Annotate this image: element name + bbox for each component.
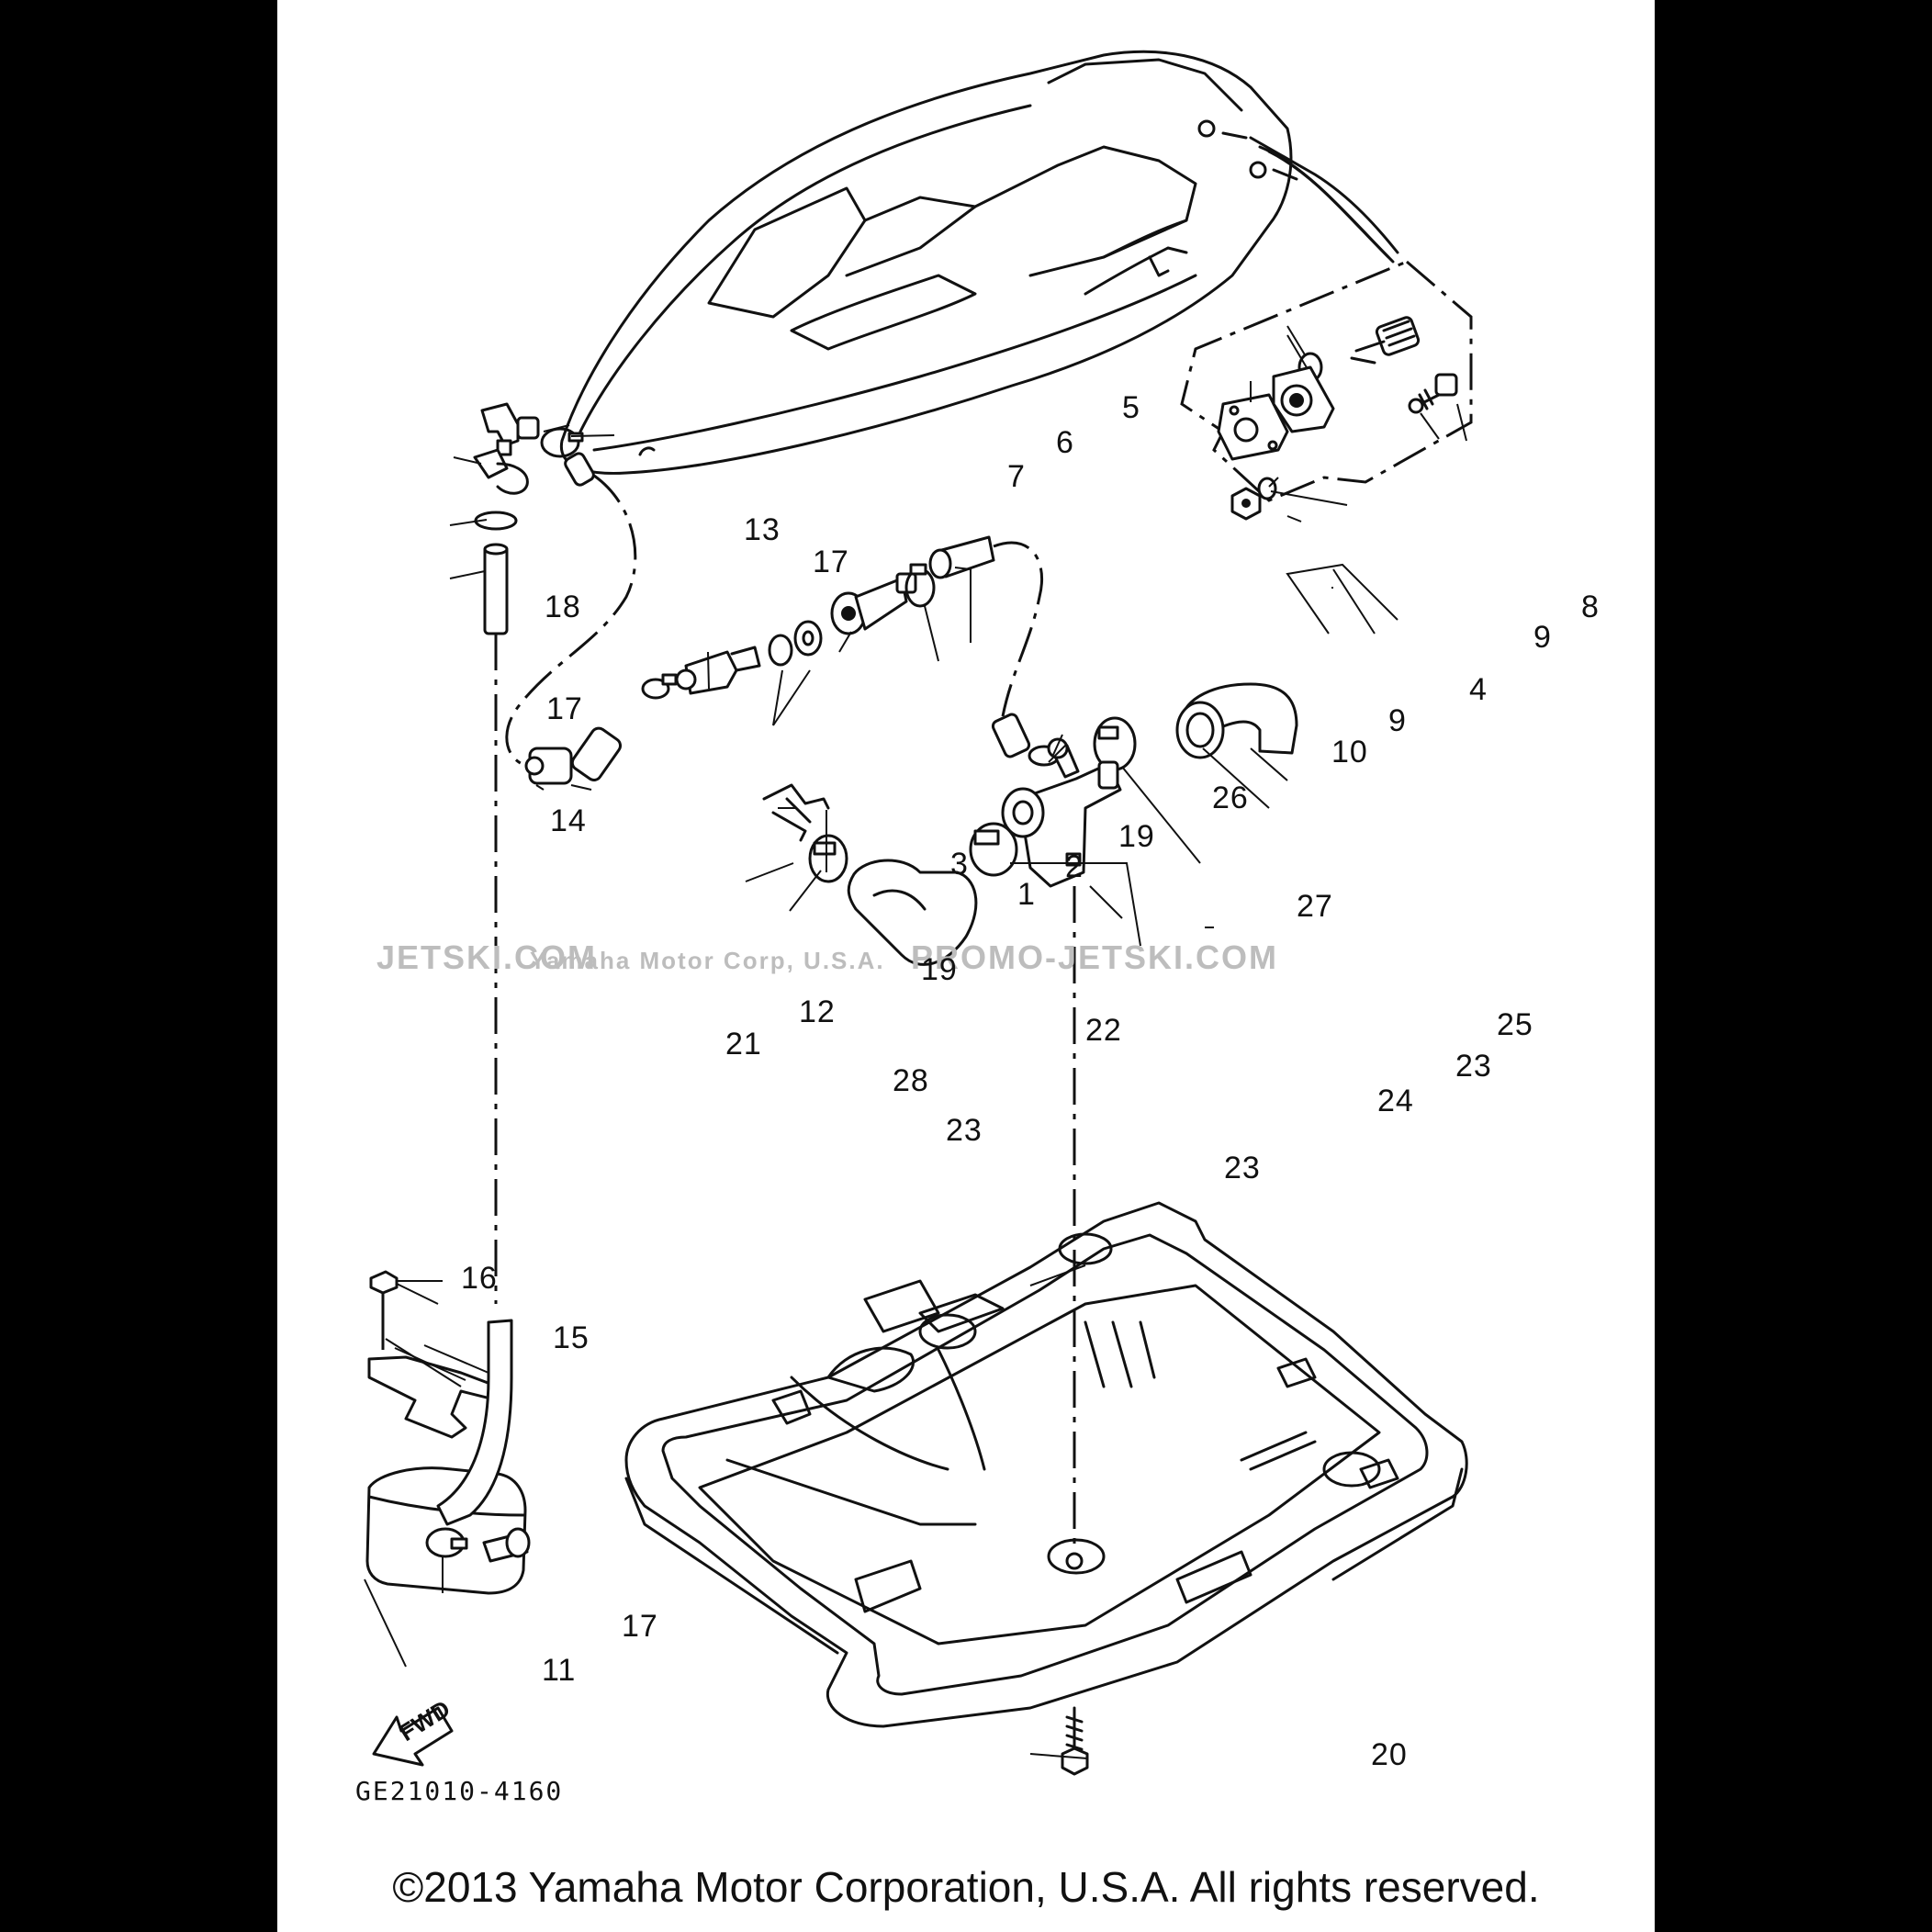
clamp-bracket-part [473, 448, 529, 495]
bracket-15 [367, 1355, 500, 1439]
part-label-23c: 23 [946, 1113, 983, 1148]
part-label-9a: 9 [1533, 620, 1552, 655]
part-label-27: 27 [1297, 889, 1333, 924]
washer-part [1408, 398, 1424, 414]
fwd-arrow-icon [372, 1706, 454, 1767]
short-hose-part [570, 726, 623, 781]
leader-lines [364, 325, 1467, 1759]
part-number-labels: 5 6 7 8 9 4 9 10 26 19 2 1 3 27 25 23 24… [461, 390, 1600, 1772]
part-label-16: 16 [461, 1261, 498, 1296]
elbow-hose-22 [847, 859, 978, 966]
part-label-28: 28 [893, 1063, 929, 1098]
spring-plug-part [1350, 316, 1421, 365]
part-label-19b: 19 [921, 952, 958, 987]
gasket-part [1217, 393, 1289, 461]
fitting-part [830, 572, 917, 635]
part-label-7: 7 [1007, 459, 1026, 494]
part-label-17a: 17 [813, 545, 849, 579]
part-label-15: 15 [553, 1320, 590, 1355]
part-label-20: 20 [1371, 1737, 1408, 1772]
part-label-6: 6 [1056, 425, 1074, 460]
part-label-13: 13 [744, 512, 781, 547]
washer-part-3 [768, 634, 793, 667]
watermark-center: Yamaha Motor Corp, U.S.A. [530, 947, 885, 974]
part-label-5: 5 [1122, 390, 1140, 425]
hose-clamp-23b [969, 822, 1018, 877]
tank-11 [365, 1466, 531, 1595]
part-label-18: 18 [545, 590, 581, 624]
part-label-2: 2 [1065, 849, 1084, 884]
hose-clamp-23c [808, 834, 848, 883]
part-label-11: 11 [542, 1653, 576, 1688]
flange-housing-part [1272, 365, 1335, 433]
watermark-right: PROMO-JETSKI.COM [911, 938, 1278, 976]
clip-28 [762, 783, 830, 842]
part-label-21: 21 [725, 1027, 762, 1061]
elbow-fitting-part [480, 402, 540, 456]
vent-hose-lower [436, 1319, 513, 1526]
bolt-20 [1061, 1706, 1089, 1776]
part-label-17c: 17 [622, 1609, 658, 1644]
diagram-sheet: FWD [277, 0, 1655, 1932]
bracket-group-outline [1180, 260, 1473, 502]
hull-deck [559, 50, 1399, 475]
part-label-23b: 23 [1224, 1151, 1261, 1185]
part-label-22: 22 [1085, 1013, 1122, 1048]
part-label-25: 25 [1497, 1007, 1533, 1042]
part-label-10: 10 [1331, 735, 1368, 769]
part-label-8: 8 [1581, 590, 1600, 624]
part-label-19a: 19 [1118, 819, 1155, 854]
nut-part [1230, 487, 1262, 521]
part-label-24: 24 [1377, 1084, 1414, 1118]
outlet-elbow-hose-25 [1175, 682, 1298, 759]
check-valve-part [641, 646, 761, 700]
screw-part [1418, 373, 1458, 410]
part-label-12: 12 [799, 994, 836, 1029]
part-label-9b: 9 [1388, 703, 1407, 738]
diagram-code: GE21010-4160 [355, 1776, 563, 1806]
hose-clamp-17c [425, 1527, 468, 1558]
part-label-14: 14 [550, 803, 587, 838]
tee-fitting-24 [1001, 737, 1122, 888]
copyright-notice: ©2013 Yamaha Motor Corporation, U.S.A. A… [392, 1863, 1540, 1911]
screw-16 [369, 1270, 399, 1359]
part-label-26: 26 [1212, 781, 1249, 815]
part-label-3: 3 [950, 847, 969, 882]
hose-26 [928, 535, 995, 579]
part-label-4: 4 [1469, 672, 1488, 707]
hull-bottom-frame [624, 1201, 1468, 1728]
parts-exploded-diagram: FWD [355, 50, 1600, 1806]
hose-clamp-part-2 [540, 427, 580, 458]
vent-hose-part [483, 545, 509, 635]
hose-clamp-part-3 [904, 563, 936, 608]
watermark-left: JETSKI.COM [376, 938, 597, 976]
part-label-23a: 23 [1455, 1049, 1492, 1084]
part-label-17b: 17 [546, 691, 583, 726]
part-label-1: 1 [1017, 877, 1036, 912]
